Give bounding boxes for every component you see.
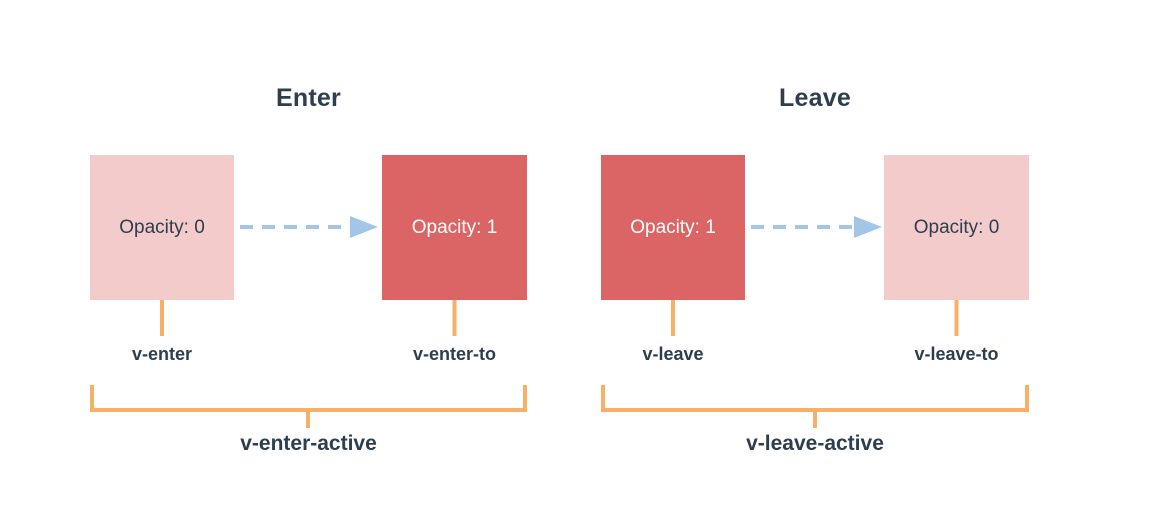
enter-active-bracket	[90, 385, 527, 428]
leave-active-bracket	[601, 385, 1029, 428]
enter-section-title: Enter	[276, 84, 341, 112]
leave-end-box: Opacity: 0	[884, 155, 1029, 300]
enter-start-box-label: Opacity: 0	[119, 216, 205, 238]
enter-start-box: Opacity: 0	[90, 155, 234, 300]
enter-start-class-label: v-enter	[131, 344, 193, 364]
leave-dashed-arrow-icon	[751, 216, 882, 238]
leave-start-class-label: v-leave	[642, 344, 704, 364]
leave-active-class-label: v-leave-active	[746, 432, 884, 455]
enter-end-box-label: Opacity: 1	[411, 216, 498, 238]
leave-start-box: Opacity: 1	[601, 155, 745, 300]
enter-dashed-arrow-icon	[240, 216, 378, 238]
leave-end-class-label: v-leave-to	[914, 344, 999, 364]
leave-end-box-label: Opacity: 0	[913, 216, 1000, 238]
leave-section-title: Leave	[779, 84, 851, 112]
box-label-connector-lines	[160, 300, 959, 336]
enter-active-class-label: v-enter-active	[240, 432, 377, 455]
leave-start-box-label: Opacity: 1	[630, 216, 716, 238]
enter-end-box: Opacity: 1	[382, 155, 527, 300]
enter-end-class-label: v-enter-to	[412, 344, 496, 364]
